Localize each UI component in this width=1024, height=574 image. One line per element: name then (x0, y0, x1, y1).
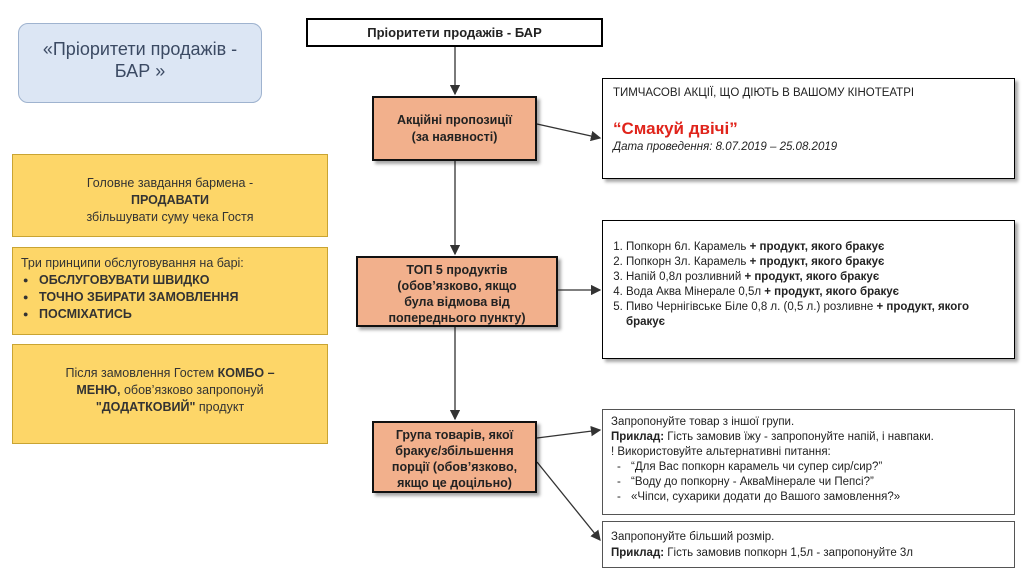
combo-box: Після замовлення Гостем КОМБО – МЕНЮ, об… (12, 344, 328, 444)
slide-title-box: «Пріоритети продажів - БАР » (18, 23, 262, 103)
top5-item: Пиво Чернігівське Біле 0,8 л. (0,5 л.) р… (626, 300, 1004, 330)
top5-list-box: Попкорн 6л. Карамель + продукт, якого бр… (602, 220, 1015, 359)
main-task-text2: збільшувати суму чека Гостя (86, 210, 254, 224)
combo-text: обов’язково запропонуй (120, 383, 264, 397)
example-text: Гість замовив попкорн 1,5л - запропонуйт… (664, 547, 914, 559)
slide-title-line1: «Пріоритети продажів - (42, 39, 238, 59)
combo-bold: КОМБО – (217, 366, 275, 380)
combo-bold: МЕНЮ, (76, 383, 121, 397)
other-group-box: Запропонуйте товар з іншої групи. Прикла… (602, 409, 1015, 515)
promo-date-value: : 8.07.2019 – 25.08.2019 (709, 141, 838, 153)
alt-questions-label: ! Використовуйте альтернативні питання: (611, 446, 831, 458)
principle-item: ТОЧНО ЗБИРАТИ ЗАМОВЛЕННЯ (23, 289, 319, 306)
promo-detail-heading: ТИМЧАСОВІ АКЦІЇ, ЩО ДІЮТЬ В ВАШОМУ КІНОТ… (613, 87, 915, 99)
top5-item: Попкорн 6л. Карамель + продукт, якого бр… (626, 240, 1004, 255)
top-node: Пріоритети продажів - БАР (306, 18, 603, 47)
other-group-line: Запропонуйте товар з іншої групи. (611, 416, 795, 428)
top5-item: Напій 0,8л розливний + продукт, якого бр… (626, 270, 1004, 285)
promo-detail-box: ТИМЧАСОВІ АКЦІЇ, ЩО ДІЮТЬ В ВАШОМУ КІНОТ… (602, 78, 1015, 179)
group-line: порції (обов’язково, (391, 460, 518, 474)
top5-item: Вода Аква Мінерале 0,5л + продукт, якого… (626, 285, 1004, 300)
bigger-size-line: Запропонуйте більший розмір. (611, 531, 775, 543)
bigger-size-box: Запропонуйте більший розмір. Приклад: Гі… (602, 521, 1015, 568)
principles-heading: Три принципи обслуговування на барі: (21, 256, 244, 270)
alt-question: “Воду до попкорну - АкваМінерале чи Пепс… (611, 475, 1006, 490)
arrow-group-to-other (536, 425, 602, 439)
example-label: Приклад: (611, 547, 665, 559)
top5-line: попереднього пункту) (388, 311, 526, 325)
principles-box: Три принципи обслуговування на барі: ОБС… (12, 247, 328, 335)
promo-line: Акційні пропозиції (396, 113, 513, 127)
combo-text: Після замовлення Гостем (65, 366, 218, 380)
main-task-box: Головне завдання бармена - ПРОДАВАТИ збі… (12, 154, 328, 237)
top5-item: Попкорн 3л. Карамель + продукт, якого бр… (626, 255, 1004, 270)
group-node: Група товарів, якої бракує/збільшення по… (372, 421, 537, 493)
top5-list: Попкорн 6л. Карамель + продукт, якого бр… (613, 240, 1004, 330)
arrow-group-to-size (536, 461, 601, 542)
group-line: Група товарів, якої (395, 428, 514, 442)
example-label: Приклад: (611, 431, 665, 443)
promo-detail-name: “Смакуй двічі” (613, 119, 738, 138)
group-line: бракує/збільшення (395, 444, 514, 458)
principles-list: ОБСЛУГОВУВАТИ ШВИДКО ТОЧНО ЗБИРАТИ ЗАМОВ… (21, 272, 319, 323)
principle-item: ПОСМІХАТИСЬ (23, 306, 319, 323)
top5-node: ТОП 5 продуктів (обов’язково, якщо була … (356, 256, 558, 327)
combo-bold: "ДОДАТКОВИЙ" (95, 400, 196, 414)
top5-line: (обов’язково, якщо (397, 279, 517, 293)
example-text: Гість замовив їжу - запропонуйте напій, … (664, 431, 934, 443)
main-task-text: Головне завдання бармена - (86, 176, 254, 190)
main-task-bold: ПРОДАВАТИ (130, 193, 210, 207)
promo-line: (за наявності) (411, 130, 498, 144)
arrow-promo-to-detail (536, 123, 602, 142)
slide-title-line2: БАР » (114, 61, 166, 81)
top5-line: ТОП 5 продуктів (406, 263, 508, 277)
alt-question: «Чіпси, сухарики додати до Вашого замовл… (611, 490, 1006, 505)
principle-item: ОБСЛУГОВУВАТИ ШВИДКО (23, 272, 319, 289)
top5-line: була відмова від (404, 295, 510, 309)
promo-node: Акційні пропозиції (за наявності) (372, 96, 537, 161)
promo-date-label: Дата проведення (613, 141, 710, 153)
alt-question: “Для Вас попкорн карамель чи супер сир/с… (611, 460, 1006, 475)
group-line: якщо це доцільно) (397, 476, 512, 490)
combo-text: продукт (195, 400, 245, 414)
